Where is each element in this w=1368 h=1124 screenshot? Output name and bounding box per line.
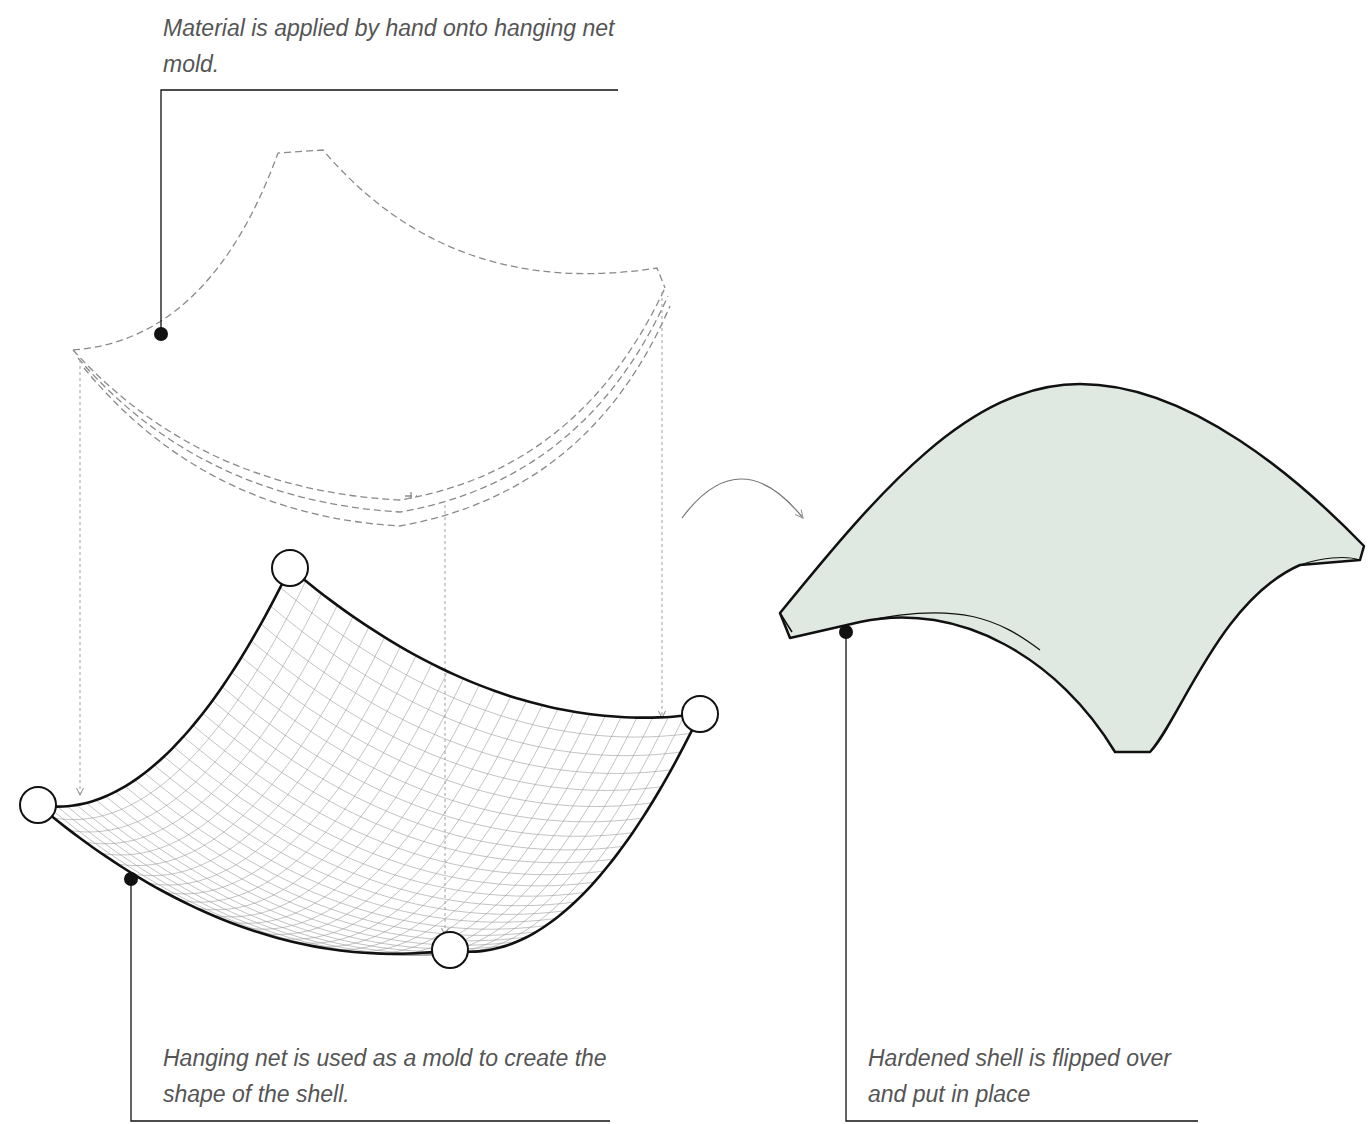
leader-dot — [124, 327, 853, 886]
flip-arrow — [682, 479, 803, 518]
callout-note: Material is applied by hand onto hanging… — [163, 10, 633, 82]
projection-line — [80, 292, 662, 935]
callout-note: Hardened shell is flipped over and put i… — [868, 1040, 1208, 1112]
callout-note: Hanging net is used as a mold to create … — [163, 1040, 663, 1112]
dashed-shell-outline — [73, 150, 670, 526]
leader-line — [131, 90, 1198, 1121]
hardened-shell — [780, 384, 1364, 752]
net-mesh — [48, 581, 691, 955]
support-point — [20, 550, 718, 968]
net-edge — [38, 568, 700, 954]
